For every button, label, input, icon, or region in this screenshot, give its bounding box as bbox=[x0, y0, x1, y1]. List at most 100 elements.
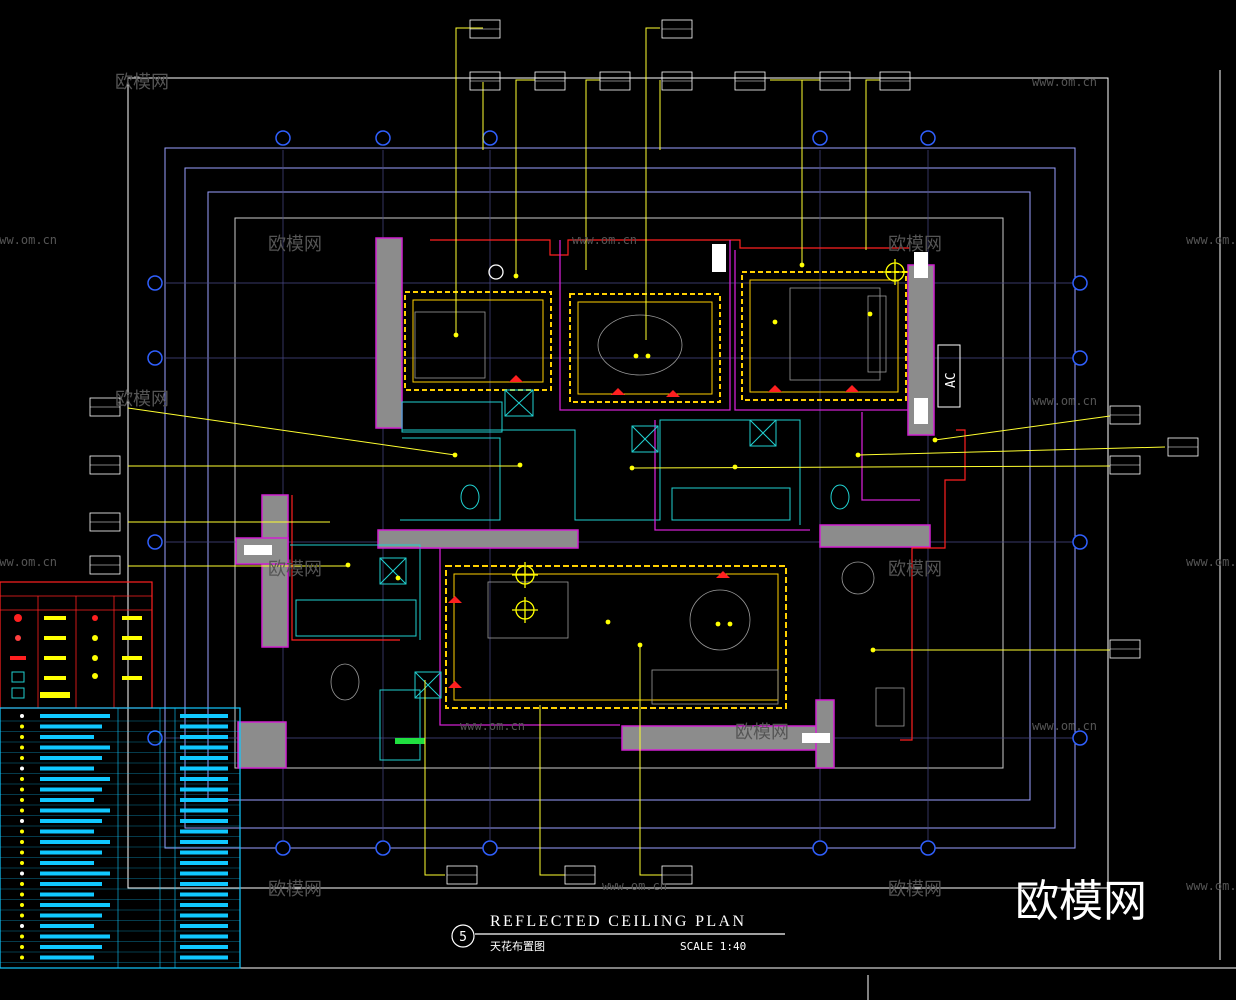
legend-entry-symbol bbox=[20, 955, 24, 960]
ceiling-inner-outlines bbox=[412, 279, 899, 701]
air-vent bbox=[845, 385, 859, 392]
watermark-logo: 欧模网 bbox=[268, 879, 322, 900]
partition-kitchen bbox=[290, 544, 421, 640]
grid-bubble bbox=[1072, 275, 1088, 291]
downlight bbox=[727, 621, 733, 627]
master-inner bbox=[749, 279, 899, 393]
watermark-url: www.om.cn bbox=[1032, 394, 1097, 408]
downlight bbox=[645, 353, 651, 359]
legend-entry-bar bbox=[180, 840, 228, 844]
leader bbox=[515, 79, 535, 276]
legend-symbol bbox=[11, 687, 25, 699]
drawing-title: REFLECTED CEILING PLAN bbox=[490, 913, 746, 930]
legend-frame bbox=[0, 707, 241, 969]
legend-entry-symbol bbox=[20, 777, 24, 781]
legend-entry-bar bbox=[40, 766, 94, 771]
legend-entry-bar bbox=[40, 787, 102, 792]
legend-entry-symbol bbox=[20, 934, 24, 939]
watermark-url: www.om.cn bbox=[1032, 75, 1097, 89]
bedroom-2-inner bbox=[412, 299, 544, 383]
legend-entry-bar bbox=[180, 798, 228, 802]
brand-logo: 欧模网 bbox=[1015, 876, 1147, 927]
wall-left-top bbox=[375, 237, 403, 429]
downlight bbox=[867, 311, 873, 317]
exhaust-fan-x bbox=[631, 425, 659, 453]
legend-entry-bar bbox=[180, 724, 228, 729]
legend-entry-bar bbox=[180, 850, 228, 855]
legend-entry-bar bbox=[40, 861, 94, 865]
grid-bubble bbox=[1072, 730, 1088, 746]
grid-bubble bbox=[147, 275, 163, 291]
exhaust-fan bbox=[379, 557, 407, 585]
legend-swatch bbox=[44, 636, 66, 640]
downlights bbox=[345, 262, 938, 653]
bedroom-3-inner bbox=[577, 301, 713, 395]
legend-entry-symbol bbox=[20, 714, 24, 718]
watermark-url: www.om.cn bbox=[0, 233, 57, 247]
legend-swatch bbox=[122, 676, 142, 680]
legend-symbol bbox=[10, 656, 26, 660]
legend-swatch bbox=[44, 616, 66, 620]
grid-bubble bbox=[147, 534, 163, 550]
wall-mid-strip bbox=[377, 529, 579, 549]
legend-symbol bbox=[14, 614, 22, 622]
legend-entry-bar bbox=[180, 787, 228, 792]
legend-entry-bar bbox=[180, 819, 228, 823]
legend-entry-bar bbox=[40, 756, 102, 760]
title-block: 5 REFLECTED CEILING PLAN 天花布置图 SCALE 1:4… bbox=[451, 913, 785, 953]
grid-bubble bbox=[375, 130, 391, 146]
watermark-url: www.om.cn bbox=[572, 233, 637, 247]
legend-symbol bbox=[92, 615, 98, 621]
legend-entry-symbol bbox=[20, 903, 24, 907]
drawing-number-circle bbox=[451, 924, 475, 948]
chair-entry bbox=[330, 663, 360, 701]
legend-entry-symbol bbox=[20, 787, 24, 792]
grid-bubbles bbox=[147, 130, 1088, 856]
air-vents bbox=[448, 375, 859, 688]
beam-symbol bbox=[802, 733, 830, 743]
legend-entry-bar bbox=[180, 913, 228, 918]
dimension-frames bbox=[164, 147, 1076, 849]
legend-entry-bar bbox=[180, 924, 228, 928]
bedroom-2-ceiling bbox=[404, 291, 552, 391]
legend-symbol bbox=[92, 673, 98, 679]
legend-swatch bbox=[122, 656, 142, 660]
legend-entry-bar bbox=[40, 777, 110, 781]
grid-bubble bbox=[482, 840, 498, 856]
leader bbox=[631, 465, 1111, 469]
grid-bubble bbox=[812, 130, 828, 146]
legend-symbol bbox=[92, 635, 98, 641]
watermark-urls: www.om.cn www.om.cn www.om.cn www.om.cn … bbox=[0, 75, 1236, 893]
tag-callout-dividers bbox=[90, 28, 1198, 876]
envelope-top bbox=[430, 239, 910, 256]
exhaust-fan-x bbox=[749, 419, 777, 447]
legend-entry-bar bbox=[180, 861, 228, 865]
legend-entry-symbol bbox=[20, 882, 24, 886]
air-vent bbox=[716, 571, 730, 578]
beam-symbols bbox=[244, 244, 928, 743]
dining-table bbox=[487, 581, 569, 639]
downlight bbox=[633, 353, 639, 359]
watermark-logo: 欧模网 bbox=[115, 389, 169, 410]
legend-entry-bar bbox=[180, 745, 228, 750]
exhaust-fan bbox=[504, 389, 534, 417]
legend-entry-symbol bbox=[20, 861, 24, 865]
legend-entry-bar bbox=[40, 745, 110, 750]
watermark-url: www.om.cn bbox=[1186, 233, 1236, 247]
envelope-right bbox=[900, 429, 966, 741]
leader bbox=[645, 27, 660, 340]
wall-left-mid bbox=[261, 494, 289, 648]
watermark-logo: 欧模网 bbox=[115, 72, 169, 93]
legend-entry-symbol bbox=[20, 945, 24, 949]
downlight bbox=[772, 319, 778, 325]
partition-hall bbox=[402, 419, 801, 525]
legend-swatch bbox=[40, 692, 70, 698]
entry-cabinet bbox=[379, 689, 421, 761]
air-vent bbox=[768, 385, 782, 392]
legend-entry-bar bbox=[40, 945, 102, 949]
grid-bubble bbox=[482, 130, 498, 146]
watermarks: 欧模网 欧模网 欧模网 欧模网 欧模网 欧模网 欧模网 欧模网 欧模网 bbox=[115, 72, 942, 900]
legend-entry-symbol bbox=[20, 924, 24, 928]
legend-entry-symbol bbox=[20, 850, 24, 855]
entry-marker bbox=[395, 738, 425, 744]
